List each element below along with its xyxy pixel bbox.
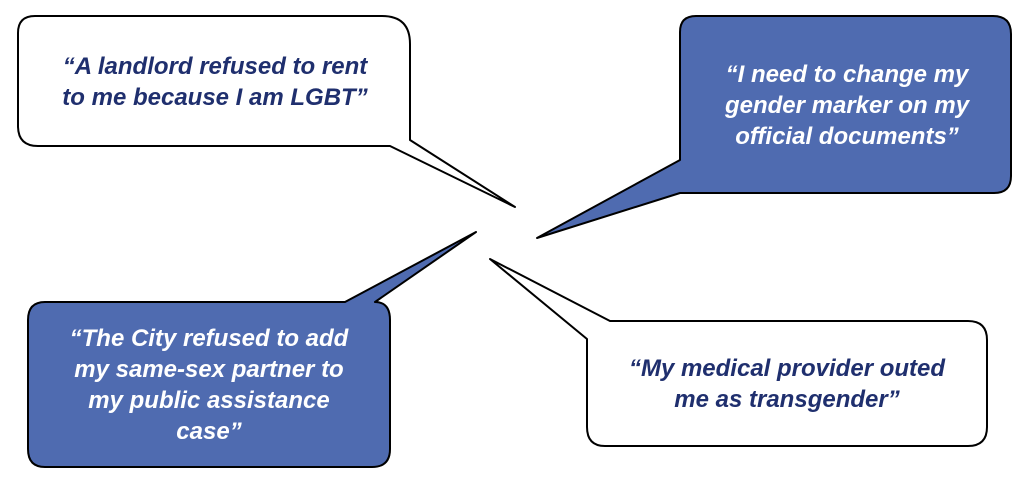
bubble-text-landlord: “A landlord refused to rent to me becaus… (62, 53, 368, 111)
speech-bubble-city-partner (27, 231, 477, 468)
bubble-text-city-partner: “The City refused to add my same-sex par… (69, 325, 349, 445)
speech-bubble-landlord (17, 15, 516, 208)
bubble-text-medical-provider: “My medical provider outed me as transge… (628, 355, 946, 413)
bubble-text-gender-marker: “I need to change my gender marker on my… (724, 60, 970, 150)
speech-bubble-medical-provider (489, 258, 988, 447)
speech-bubble-gender-marker (536, 15, 1012, 239)
